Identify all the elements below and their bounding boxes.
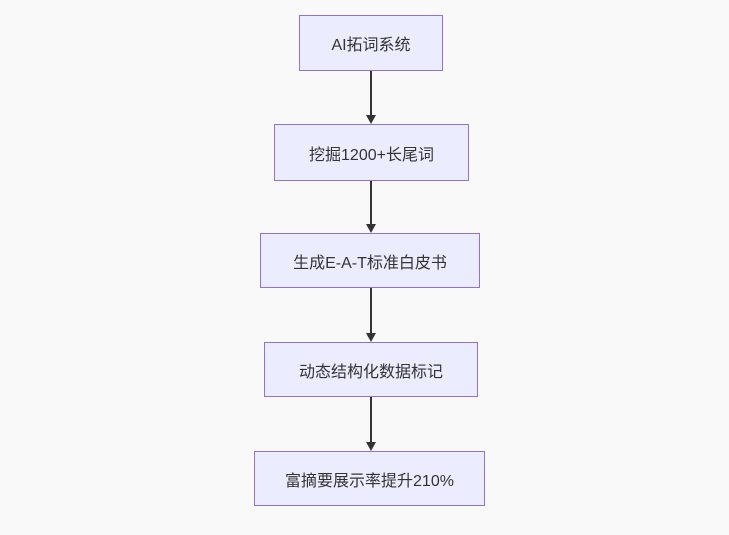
flow-node-label: 生成E-A-T标准白皮书: [293, 254, 447, 272]
flow-node-label: AI拓词系统: [331, 37, 411, 54]
flow-node-label: 动态结构化数据标记: [298, 363, 443, 381]
arrow-down-icon: [365, 442, 376, 451]
flow-node-mine-longtail-keywords: 挖掘1200+长尾词: [274, 124, 469, 181]
arrow-line: [369, 397, 372, 442]
arrow-line: [369, 71, 372, 115]
flow-node-dynamic-structured-data-markup: 动态结构化数据标记: [264, 342, 478, 397]
flow-arrow-3: [360, 288, 381, 342]
flow-node-label: 挖掘1200+长尾词: [309, 146, 434, 164]
flow-node-label: 富摘要展示率提升210%: [285, 472, 454, 490]
flow-node-ai-word-expansion-system: AI拓词系统: [299, 15, 443, 71]
flow-arrow-2: [360, 181, 381, 233]
arrow-down-icon: [365, 333, 376, 342]
arrow-down-icon: [365, 224, 376, 233]
flow-arrow-4: [360, 397, 381, 451]
flow-arrow-1: [360, 71, 381, 124]
flow-node-rich-snippet-rate-increase: 富摘要展示率提升210%: [254, 451, 485, 506]
flow-node-generate-eat-whitepaper: 生成E-A-T标准白皮书: [260, 233, 480, 288]
arrow-line: [369, 288, 372, 333]
arrow-down-icon: [365, 115, 376, 124]
arrow-line: [369, 181, 372, 224]
